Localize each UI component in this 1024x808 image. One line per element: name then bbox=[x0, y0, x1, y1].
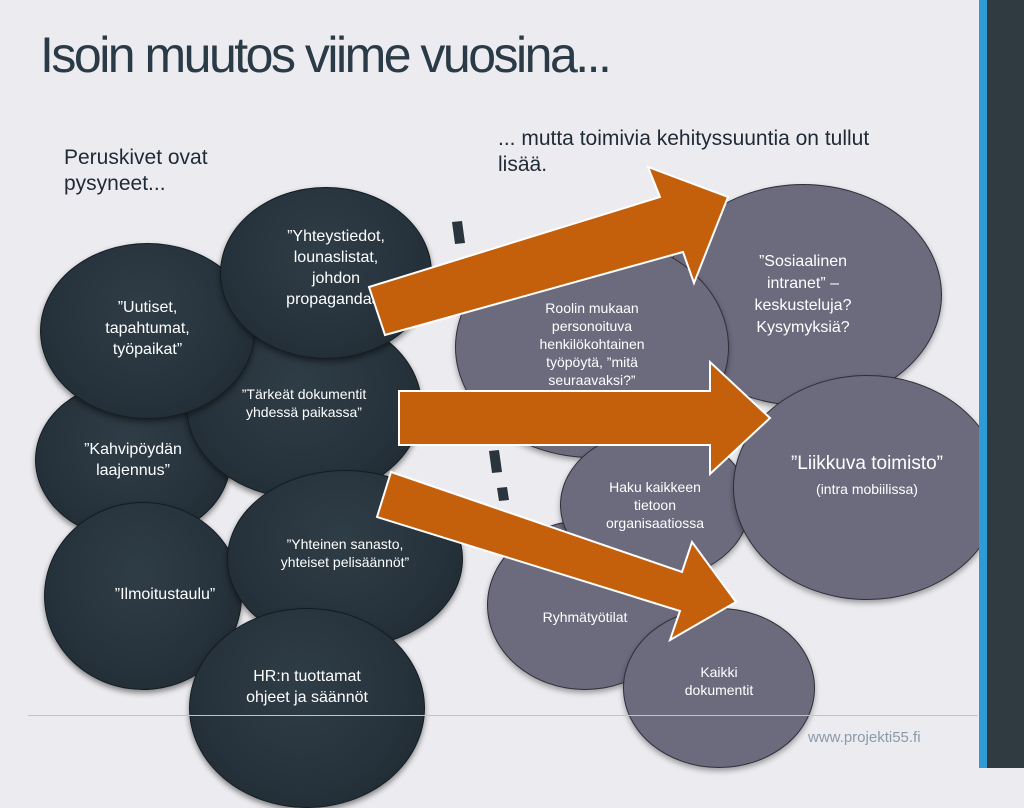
footer-divider bbox=[28, 715, 978, 716]
side-bar bbox=[987, 0, 1024, 768]
bubble-label: ”Uutiset, tapahtumat, työpaikat” bbox=[105, 298, 190, 358]
bubble-label-main: ”Liikkuva toimisto” bbox=[790, 453, 944, 474]
accent-stripe bbox=[979, 0, 987, 768]
bubble-uutiset: ”Uutiset, tapahtumat, työpaikat” bbox=[40, 243, 255, 419]
divider-dashes bbox=[452, 221, 509, 501]
bubble-label: ”Liikkuva toimisto” (intra mobiilissa) bbox=[787, 451, 947, 502]
bubble-label: ”Kahvipöydän laajennus” bbox=[84, 441, 182, 479]
bubble-liikkuva-toimisto: ”Liikkuva toimisto” (intra mobiilissa) bbox=[733, 375, 1001, 600]
bubble-kaikki-dokumentit: Kaikki dokumentit bbox=[623, 608, 815, 768]
right-subtitle: ... mutta toimivia kehityssuuntia on tul… bbox=[498, 127, 870, 176]
bubble-label: Kaikki dokumentit bbox=[684, 664, 754, 698]
arrow-upper bbox=[367, 165, 730, 337]
bubble-label: HR:n tuottamat ohjeet ja säännöt bbox=[246, 668, 368, 706]
arrow-middle bbox=[398, 359, 772, 477]
bubble-label: ”Yhteystiedot, lounaslistat, johdon prop… bbox=[286, 228, 386, 308]
bubble-label: ”Sosiaalinen intranet” – keskusteluja? K… bbox=[754, 253, 852, 336]
bubble-label: Ryhmätyötilat bbox=[542, 609, 628, 625]
bubble-label: Haku kaikkeen tietoon organisaatiossa bbox=[605, 479, 705, 531]
bubble-label-note: (intra mobiilissa) bbox=[816, 481, 918, 497]
bubble-label: Roolin mukaan personoituva henkilökohtai… bbox=[539, 300, 645, 388]
bubble-label: ”Tärkeät dokumentit yhdessä paikassa” bbox=[241, 386, 367, 420]
bubble-label: ”Yhteinen sanasto, yhteiset pelisäännöt” bbox=[280, 536, 410, 570]
slide-title: Isoin muutos viime vuosina... bbox=[40, 27, 612, 83]
footer-url: www.projekti55.fi bbox=[808, 729, 921, 746]
arrow-lower bbox=[375, 470, 738, 643]
arrows-layer bbox=[367, 165, 772, 643]
left-subtitle: Peruskivet ovat pysyneet... bbox=[64, 146, 208, 195]
slide: Isoin muutos viime vuosina... Peruskivet… bbox=[28, 0, 1024, 808]
bubble-label: ”Ilmoitustaulu” bbox=[114, 585, 216, 603]
